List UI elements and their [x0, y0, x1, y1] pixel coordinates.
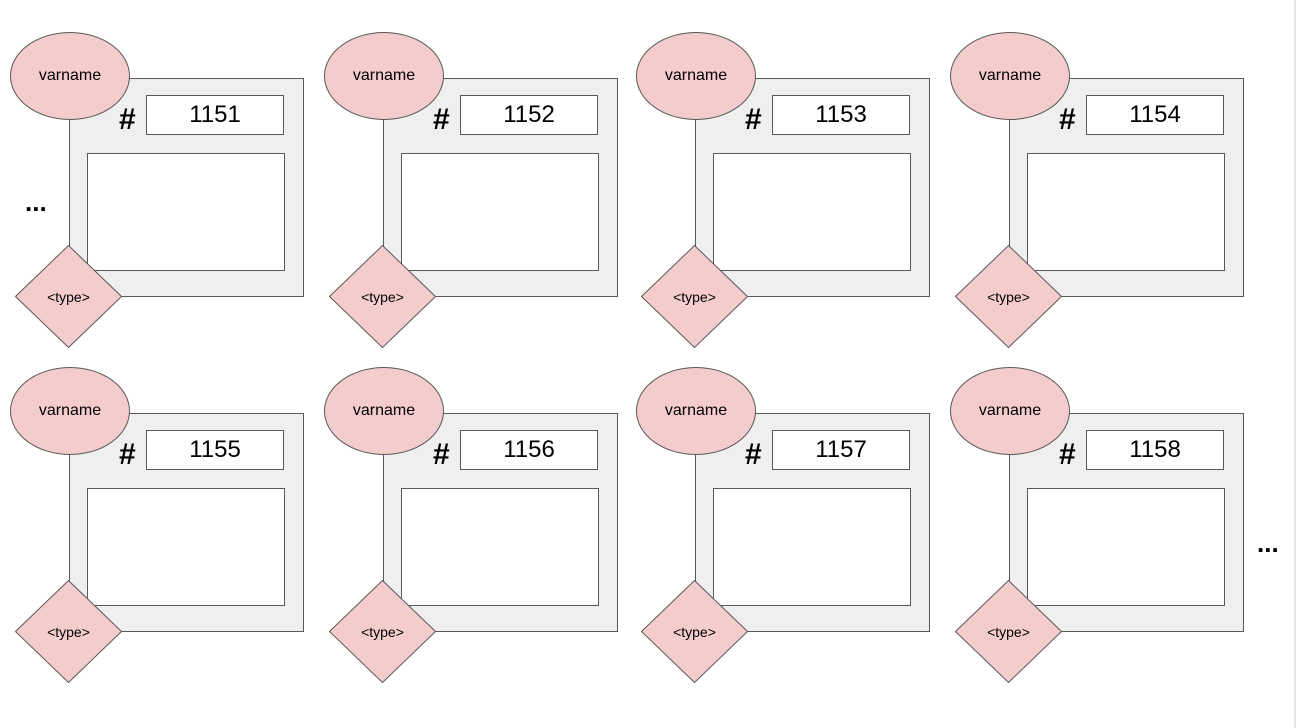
connector-line — [69, 455, 70, 615]
address-hash-label: # — [433, 438, 450, 471]
type-label: <type> — [673, 623, 716, 640]
address-hash-label: # — [433, 103, 450, 136]
type-diamond: <type> — [329, 580, 436, 683]
varname-oval: varname — [324, 367, 444, 455]
ellipsis-right: ... — [1257, 528, 1279, 558]
page-edge-line — [1294, 0, 1296, 728]
value-box — [401, 153, 599, 271]
connector-line — [383, 455, 384, 615]
value-box — [401, 488, 599, 606]
address-box: 1158 — [1086, 430, 1224, 470]
address-box: 1152 — [460, 95, 598, 135]
varname-oval: varname — [324, 32, 444, 120]
connector-line — [383, 120, 384, 280]
address-hash-label: # — [119, 438, 136, 471]
value-box — [1027, 488, 1225, 606]
varname-oval: varname — [636, 367, 756, 455]
value-box — [1027, 153, 1225, 271]
address-box: 1156 — [460, 430, 598, 470]
varname-oval: varname — [636, 32, 756, 120]
address-box: 1155 — [146, 430, 284, 470]
memory-cell: #1157 varname <type> — [636, 367, 936, 687]
connector-line — [695, 455, 696, 615]
memory-cell: #1153 varname <type> — [636, 32, 936, 352]
type-label: <type> — [47, 623, 90, 640]
type-diamond: <type> — [329, 245, 436, 348]
address-box: 1151 — [146, 95, 284, 135]
address-hash-label: # — [119, 103, 136, 136]
type-diamond: <type> — [955, 245, 1062, 348]
address-hash-label: # — [1059, 103, 1076, 136]
connector-line — [695, 120, 696, 280]
value-box — [713, 488, 911, 606]
memory-cell: #1151 varname <type> — [10, 32, 310, 352]
address-hash-label: # — [745, 438, 762, 471]
type-diamond: <type> — [955, 580, 1062, 683]
memory-cell: #1155 varname <type> — [10, 367, 310, 687]
address-box: 1157 — [772, 430, 910, 470]
address-box: 1154 — [1086, 95, 1224, 135]
value-box — [87, 488, 285, 606]
type-label: <type> — [987, 288, 1030, 305]
type-label: <type> — [361, 623, 404, 640]
address-box: 1153 — [772, 95, 910, 135]
memory-cell: #1152 varname <type> — [324, 32, 624, 352]
varname-oval: varname — [950, 32, 1070, 120]
type-label: <type> — [987, 623, 1030, 640]
value-box — [713, 153, 911, 271]
type-label: <type> — [47, 288, 90, 305]
type-diamond: <type> — [641, 245, 748, 348]
value-box — [87, 153, 285, 271]
type-label: <type> — [673, 288, 716, 305]
connector-line — [1009, 455, 1010, 615]
address-hash-label: # — [1059, 438, 1076, 471]
varname-oval: varname — [950, 367, 1070, 455]
memory-cell: #1156 varname <type> — [324, 367, 624, 687]
connector-line — [69, 120, 70, 280]
type-label: <type> — [361, 288, 404, 305]
ellipsis-left: ... — [25, 187, 47, 217]
memory-cell: #1158 varname <type> — [950, 367, 1250, 687]
varname-oval: varname — [10, 32, 130, 120]
memory-cell: #1154 varname <type> — [950, 32, 1250, 352]
connector-line — [1009, 120, 1010, 280]
address-hash-label: # — [745, 103, 762, 136]
type-diamond: <type> — [15, 245, 122, 348]
varname-oval: varname — [10, 367, 130, 455]
type-diamond: <type> — [641, 580, 748, 683]
type-diamond: <type> — [15, 580, 122, 683]
